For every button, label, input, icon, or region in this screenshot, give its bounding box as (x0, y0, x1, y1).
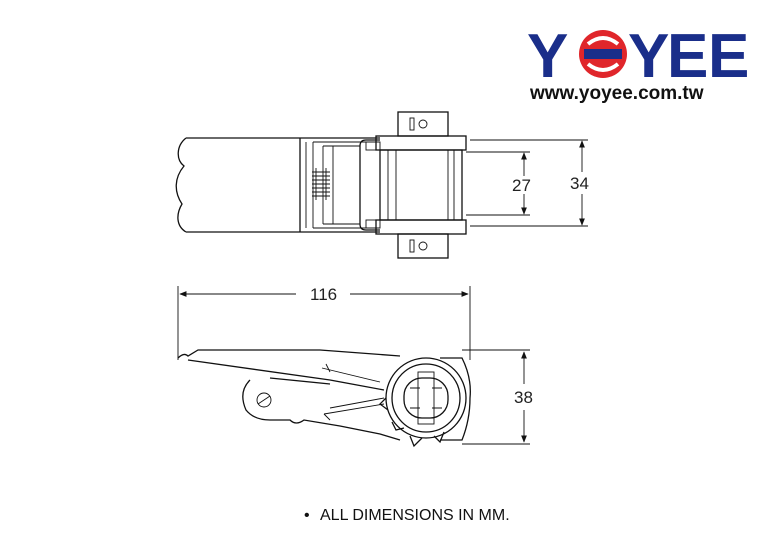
dim-label-length: 116 (310, 285, 337, 304)
logo-letter-y2: Y (628, 22, 670, 91)
logo-o-emblem (579, 30, 627, 78)
note-text: ALL DIMENSIONS IN MM. (320, 507, 510, 524)
dim-label-inner-width: 27 (512, 176, 531, 195)
logo-letter-e2: E (708, 22, 750, 91)
website-url: www.yoyee.com.tw (529, 83, 704, 104)
brand-logo: Y Y E E www.yoyee.com.tw (527, 22, 750, 104)
pivot-screw (256, 392, 272, 408)
spring-coil (312, 168, 330, 200)
logo-letter-e1: E (667, 22, 709, 91)
dim-label-outer-width: 34 (570, 174, 589, 193)
dim-label-height: 38 (514, 388, 533, 407)
top-view: 27 34 (175, 111, 589, 259)
ratchet-wheel (379, 357, 467, 448)
note-bullet: • (304, 507, 310, 524)
side-view: 116 38 (177, 285, 533, 448)
logo-letter-y1: Y (527, 22, 569, 91)
dimensions-note: • ALL DIMENSIONS IN MM. (304, 507, 510, 524)
